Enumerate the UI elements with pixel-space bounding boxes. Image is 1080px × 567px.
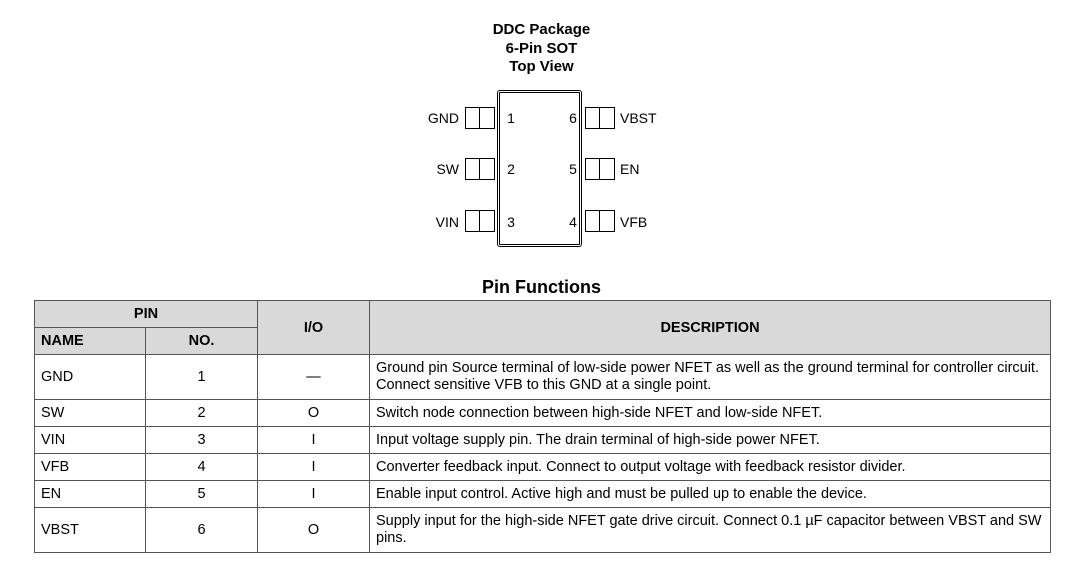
header-name: NAME — [34, 327, 146, 355]
pin-number-6: 6 — [569, 110, 577, 126]
cell-no: 6 — [145, 507, 258, 553]
table-row: VBST 6 O Supply input for the high-side … — [34, 507, 1051, 553]
pin-number-3: 3 — [507, 214, 515, 230]
table-row: SW 2 O Switch node connection between hi… — [34, 399, 1051, 427]
pin-label-vfb: VFB — [620, 214, 648, 230]
cell-description: Ground pin Source terminal of low-side p… — [369, 354, 1051, 400]
cell-name: VFB — [34, 453, 146, 481]
table-row: GND 1 — Ground pin Source terminal of lo… — [34, 354, 1051, 400]
cell-no: 5 — [145, 480, 258, 508]
header-pin: PIN — [34, 300, 258, 328]
table-row: EN 5 I Enable input control. Active high… — [34, 480, 1051, 508]
cell-name: SW — [34, 399, 146, 427]
package-title-line-3: Top View — [509, 58, 574, 75]
cell-io: O — [257, 399, 370, 427]
pin-stub-4 — [585, 210, 615, 232]
table-row: VFB 4 I Converter feedback input. Connec… — [34, 453, 1051, 481]
cell-no: 2 — [145, 399, 258, 427]
pin-stub-1 — [465, 107, 495, 129]
cell-io: — — [257, 354, 370, 400]
cell-io: I — [257, 480, 370, 508]
cell-io: O — [257, 507, 370, 553]
package-title-line-1: DDC Package — [492, 21, 591, 38]
cell-description: Supply input for the high-side NFET gate… — [369, 507, 1051, 553]
cell-name: EN — [34, 480, 146, 508]
pin-functions-title: Pin Functions — [482, 277, 601, 297]
cell-io: I — [257, 453, 370, 481]
cell-io: I — [257, 426, 370, 454]
pin-stub-3 — [465, 210, 495, 232]
pin-functions-table: PIN I/O DESCRIPTION NAME NO. GND 1 — Gro… — [34, 300, 1051, 553]
pin-label-vbst: VBST — [620, 110, 657, 126]
pin-label-en: EN — [620, 161, 640, 177]
pin-stub-2 — [465, 158, 495, 180]
cell-description: Input voltage supply pin. The drain term… — [369, 426, 1051, 454]
header-io: I/O — [257, 300, 370, 355]
cell-name: VBST — [34, 507, 146, 553]
cell-name: GND — [34, 354, 146, 400]
header-description: DESCRIPTION — [369, 300, 1051, 355]
cell-no: 1 — [145, 354, 258, 400]
pin-number-4: 4 — [569, 214, 577, 230]
pin-label-sw: SW — [436, 161, 459, 177]
pin-label-gnd: GND — [427, 110, 459, 126]
pin-number-2: 2 — [507, 161, 515, 177]
pin-number-1: 1 — [507, 110, 515, 126]
table-row: VIN 3 I Input voltage supply pin. The dr… — [34, 426, 1051, 454]
cell-name: VIN — [34, 426, 146, 454]
package-title-line-2: 6-Pin SOT — [505, 39, 578, 57]
package-title: DDC Package 6-Pin SOT Top View — [0, 21, 1080, 77]
cell-no: 4 — [145, 453, 258, 481]
pin-stub-6 — [585, 107, 615, 129]
pin-number-5: 5 — [569, 161, 577, 177]
pin-stub-5 — [585, 158, 615, 180]
cell-no: 3 — [145, 426, 258, 454]
cell-description: Switch node connection between high-side… — [369, 399, 1051, 427]
pin-label-vin: VIN — [435, 214, 459, 230]
ic-package-body — [497, 90, 582, 247]
cell-description: Converter feedback input. Connect to out… — [369, 453, 1051, 481]
cell-description: Enable input control. Active high and mu… — [369, 480, 1051, 508]
header-no: NO. — [145, 327, 258, 355]
